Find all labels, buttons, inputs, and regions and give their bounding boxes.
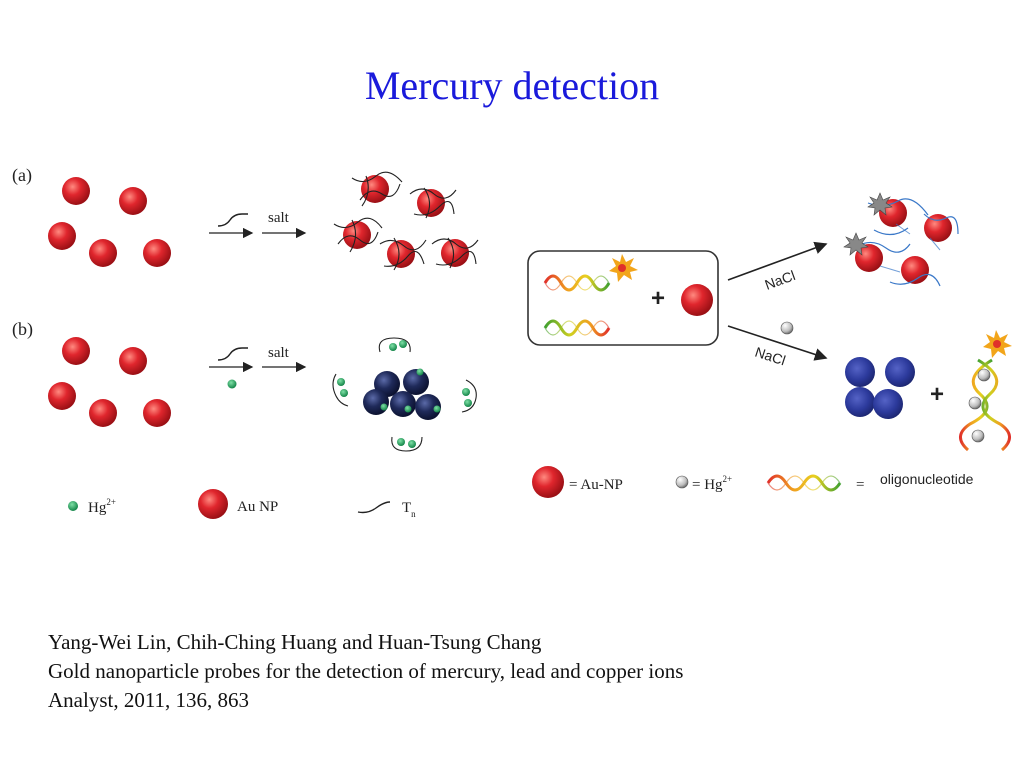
plus-sign: + (651, 285, 665, 312)
tn-strand-icon (217, 347, 248, 361)
panel-a-label: (a) (12, 165, 32, 186)
aggregated-au-np (390, 391, 416, 417)
au-np (48, 382, 76, 410)
fluorophore-icon (983, 330, 1012, 358)
au-np (89, 239, 117, 267)
hg-ion-icon (227, 379, 237, 389)
au-np-icon (198, 489, 228, 519)
panel-b-label: (b) (12, 319, 33, 340)
au-np (143, 239, 171, 267)
panel-a-dispersed-wrapped-nanoparticles (333, 171, 479, 271)
tn-strand-icon (217, 213, 248, 227)
au-np (62, 337, 90, 365)
legend-hg-label: Hg2+ (88, 497, 116, 516)
citation-block: Yang-Wei Lin, Chih-Ching Huang and Huan-… (48, 628, 683, 715)
aggregated-au-np (363, 389, 389, 415)
legend-oligo-equals: = (856, 477, 864, 493)
hg-t-hg-hairpins (332, 337, 477, 452)
au-np (62, 177, 90, 205)
wrapped-au-np (333, 217, 383, 253)
right-legend: = Au-NP = Hg2+ = oligonucleotide (532, 466, 974, 498)
nacl-label: NaCl (763, 267, 798, 293)
salt-label: salt (268, 345, 290, 361)
citation-title: Gold nanoparticle probes for the detecti… (48, 659, 684, 683)
legend-aunp-label: Au NP (237, 499, 278, 515)
panel-a-initial-nanoparticles (48, 177, 171, 267)
panel-a-reaction-arrows: salt (209, 210, 307, 239)
hg-ion-icon (68, 501, 78, 511)
hg-ion-icon (780, 321, 794, 335)
panel-b-aggregated-nanoparticles (363, 368, 441, 420)
legend-oligo-label: oligonucleotide (880, 471, 974, 487)
salt-label: salt (268, 210, 290, 226)
slide-title: Mercury detection (364, 63, 660, 108)
wrapped-au-np (351, 171, 403, 207)
citation-journal: Analyst, 2011, 136, 863 (48, 688, 250, 712)
au-np-icon (532, 466, 564, 498)
hg-hairpin (332, 373, 349, 407)
nacl-label: NaCl (753, 344, 788, 369)
au-np (143, 399, 171, 427)
hg-hairpin (461, 379, 477, 413)
au-np (119, 347, 147, 375)
aggregated-au-np (415, 394, 441, 420)
panel-b-reaction-arrows: salt (209, 345, 307, 389)
au-np (89, 399, 117, 427)
legend-hg-label: = Hg2+ (692, 474, 732, 493)
hg-hairpin (378, 337, 411, 353)
wrapped-au-np (379, 237, 427, 271)
au-np (119, 187, 147, 215)
au-np (681, 284, 713, 316)
aggregated-au-np-group (845, 357, 915, 419)
wrapped-au-np (431, 237, 479, 269)
tn-strand-icon (357, 501, 391, 514)
citation-authors: Yang-Wei Lin, Chih-Ching Huang and Huan-… (48, 630, 542, 654)
legend-aunp-label: = Au-NP (569, 477, 623, 493)
plus-sign: + (930, 381, 944, 408)
fluorophore-icon (609, 254, 638, 282)
au-np (48, 222, 76, 250)
left-legend: Hg2+ Au NP Tn (68, 489, 416, 519)
stabilized-au-np-group (843, 192, 959, 287)
hg-ion-icon (675, 475, 689, 489)
probe-mixture-contents: + (543, 254, 713, 337)
nacl-lower-arrow: NaCl (727, 321, 828, 369)
hg-hairpin (391, 436, 423, 452)
nacl-upper-arrow: NaCl (727, 241, 828, 293)
legend-tn-label: Tn (402, 500, 416, 519)
panel-b-initial-nanoparticles (48, 337, 171, 427)
probe-mixture-box (527, 250, 719, 346)
wrapped-au-np (409, 187, 457, 219)
aggregated-au-np (403, 369, 429, 395)
hg-dna-duplex-icon (959, 330, 1012, 452)
